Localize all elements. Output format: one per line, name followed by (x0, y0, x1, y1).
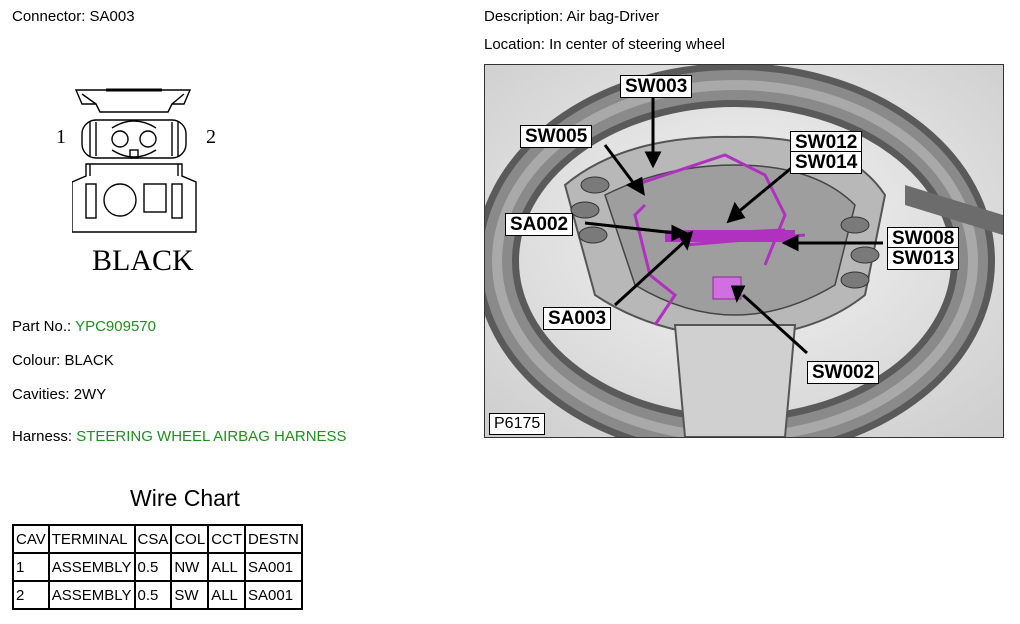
location-row: Location: In center of steering wheel (484, 36, 725, 53)
callout-sw002: SW002 (807, 361, 880, 384)
cell-col: SW (170, 580, 210, 610)
description-label: Description: (484, 8, 564, 25)
cell-terminal: ASSEMBLY (47, 580, 136, 610)
cell-cct: ALL (207, 552, 247, 582)
harness-link[interactable]: STEERING WHEEL AIRBAG HARNESS (76, 428, 347, 445)
header-terminal: TERMINAL (47, 524, 136, 554)
callout-sw005: SW005 (520, 125, 593, 148)
part-no-label: Part No.: (12, 318, 72, 335)
connector-heading: Connector: SA003 (12, 8, 135, 25)
header-col: COL (170, 524, 210, 554)
cell-destn: SA001 (244, 552, 303, 582)
callout-sw003: SW003 (620, 75, 693, 98)
cell-cav: 1 (12, 552, 50, 582)
harness-label: Harness: (12, 428, 73, 445)
callout-sa003: SA003 (543, 307, 612, 330)
cavities-label: Cavities: (12, 386, 70, 403)
wire-chart-title: Wire Chart (130, 485, 240, 511)
header-cct: CCT (207, 524, 247, 554)
location-value: In center of steering wheel (549, 36, 725, 53)
photo-id-label: P6175 (489, 413, 546, 435)
description-row: Description: Air bag-Driver (484, 8, 659, 25)
table-header-row: CAV TERMINAL CSA COL CCT DESTN (12, 524, 303, 554)
table-row: 1 ASSEMBLY 0.5 NW ALL SA001 (12, 552, 303, 582)
cell-destn: SA001 (244, 580, 303, 610)
callout-sw014: SW014 (790, 151, 863, 174)
colour-value: BLACK (64, 352, 114, 369)
callout-sw013: SW013 (887, 247, 960, 270)
callout-sw008: SW008 (887, 227, 960, 250)
connector-label: Connector: (12, 8, 86, 25)
connector-color-text: BLACK (92, 244, 194, 277)
connector-drawing (71, 88, 197, 233)
cell-cct: ALL (207, 580, 247, 610)
colour-label: Colour: (12, 352, 61, 369)
cell-csa: 0.5 (133, 580, 173, 610)
cavities-value: 2WY (73, 386, 107, 403)
header-cav: CAV (12, 524, 50, 554)
harness-row: Harness: STEERING WHEEL AIRBAG HARNESS (12, 428, 347, 445)
pin-2-label: 2 (206, 126, 216, 148)
pin-1-label: 1 (56, 126, 66, 148)
cell-cav: 2 (12, 580, 50, 610)
part-no-link[interactable]: YPC909570 (75, 318, 156, 335)
steering-wheel-image: SW003 SW005 SW012 SW014 SA002 SW008 SW01… (484, 64, 1004, 438)
callout-sa002: SA002 (505, 213, 574, 236)
part-no-row: Part No.: YPC909570 (12, 318, 156, 335)
connector-diagram: 1 2 BLACK (56, 84, 232, 284)
connector-value: SA003 (89, 8, 135, 25)
header-csa: CSA (133, 524, 173, 554)
location-label: Location: (484, 36, 545, 53)
header-destn: DESTN (244, 524, 303, 554)
cell-csa: 0.5 (133, 552, 173, 582)
cell-terminal: ASSEMBLY (47, 552, 136, 582)
description-value: Air bag-Driver (566, 8, 660, 25)
colour-row: Colour: BLACK (12, 352, 114, 369)
table-row: 2 ASSEMBLY 0.5 SW ALL SA001 (12, 580, 303, 610)
cavities-row: Cavities: 2WY (12, 386, 106, 403)
callout-sw012: SW012 (790, 131, 863, 154)
wire-chart-table: CAV TERMINAL CSA COL CCT DESTN 1 ASSEMBL… (12, 524, 303, 610)
cell-col: NW (170, 552, 210, 582)
